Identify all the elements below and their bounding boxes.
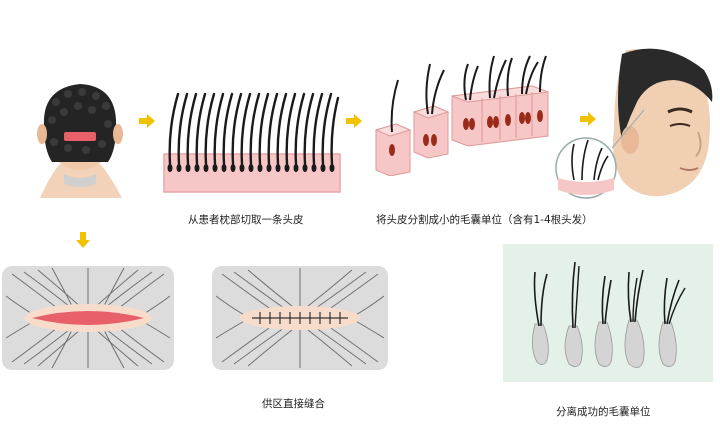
arrow-right-icon <box>346 114 362 128</box>
follicular-units-illustration <box>372 50 552 176</box>
separated-units-illustration <box>503 244 713 382</box>
arrow-right-icon <box>580 112 596 126</box>
donor-wound-illustration <box>2 266 174 370</box>
patient-face-illustration <box>552 40 716 200</box>
sutured-donor-illustration <box>212 266 388 370</box>
caption-strip: 从患者枕部切取一条头皮 <box>188 214 304 226</box>
caption-separated: 分离成功的毛囊单位 <box>556 406 651 418</box>
arrow-down-icon <box>76 232 90 248</box>
arrow-right-icon <box>139 114 155 128</box>
caption-suture: 供区直接缝合 <box>262 398 325 410</box>
caption-units: 将头皮分割成小的毛囊单位（含有1-4根头发） <box>376 214 593 226</box>
head-back-illustration <box>30 76 130 198</box>
scalp-strip-illustration <box>160 88 346 196</box>
